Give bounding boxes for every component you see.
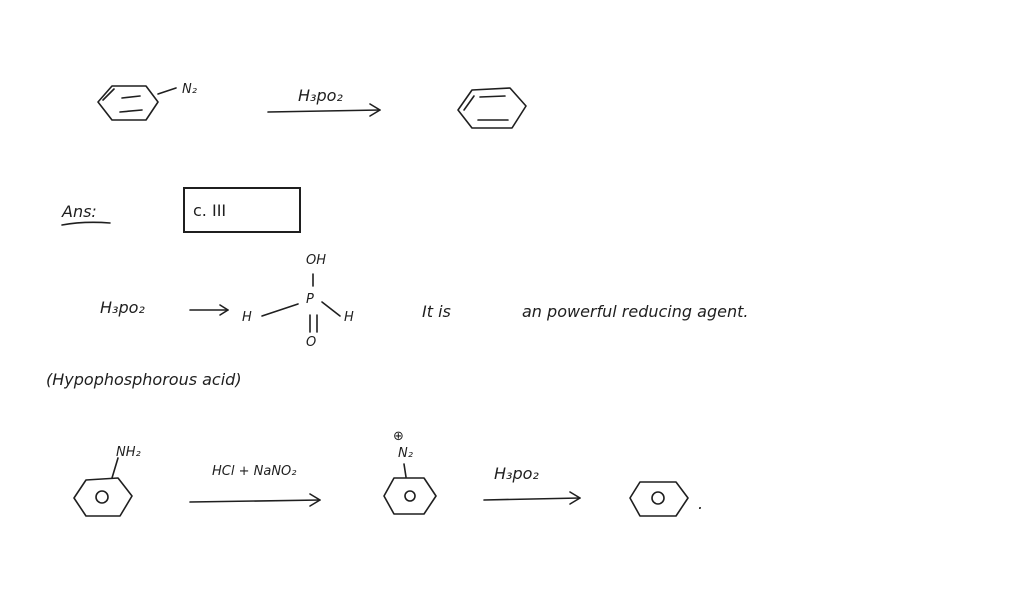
double-bond-p-o: [309, 314, 318, 333]
atom-h-right: H: [344, 310, 354, 325]
answer-box: c. III: [183, 187, 301, 233]
positive-charge: ⊕: [393, 429, 404, 444]
atom-oh: OH: [306, 253, 327, 268]
substituent-n2: N₂: [182, 82, 197, 97]
reaction-arrow-2: [189, 304, 229, 316]
answer-label: Ans:: [62, 202, 97, 221]
bond-p-h: [321, 301, 341, 317]
atom-h-left: H: [242, 310, 252, 325]
reaction-arrow-4: [483, 491, 581, 505]
final-period: .: [698, 494, 704, 513]
answer-choice: c. III: [193, 201, 227, 220]
reaction-arrow-1: [267, 103, 381, 117]
reagent-h3po2-1: H₃po₂: [298, 86, 343, 105]
reagent-hcl-nano2: HCl + NaNO₂: [212, 464, 297, 479]
benzene-ring-product-2: [629, 481, 689, 517]
benzene-ring-diazonium-2: [383, 477, 437, 515]
benzene-ring-product-1: [457, 87, 527, 129]
compound-name: (Hypophosphorous acid): [46, 370, 242, 389]
reaction-arrow-3: [189, 493, 321, 507]
benzene-ring-diazonium: [97, 85, 159, 121]
benzene-ring-aniline: [73, 477, 133, 517]
atom-o: O: [306, 335, 317, 350]
atom-p: P: [306, 292, 314, 307]
ans-underline: [61, 221, 111, 226]
bond-h-p: [261, 303, 299, 317]
bond-ring-nh2: [111, 457, 119, 479]
reactant-h3po2: H₃po₂: [100, 298, 145, 317]
substituent-nh2: NH₂: [116, 445, 141, 460]
note-statement: an powerful reducing agent.: [522, 302, 749, 321]
bond-ring-n2-2: [403, 463, 407, 478]
note-it-is: It is: [422, 302, 451, 321]
bond-ring-n2: [157, 87, 177, 95]
reagent-h3po2-2: H₃po₂: [494, 464, 539, 483]
substituent-n2-2: N₂: [398, 446, 413, 461]
